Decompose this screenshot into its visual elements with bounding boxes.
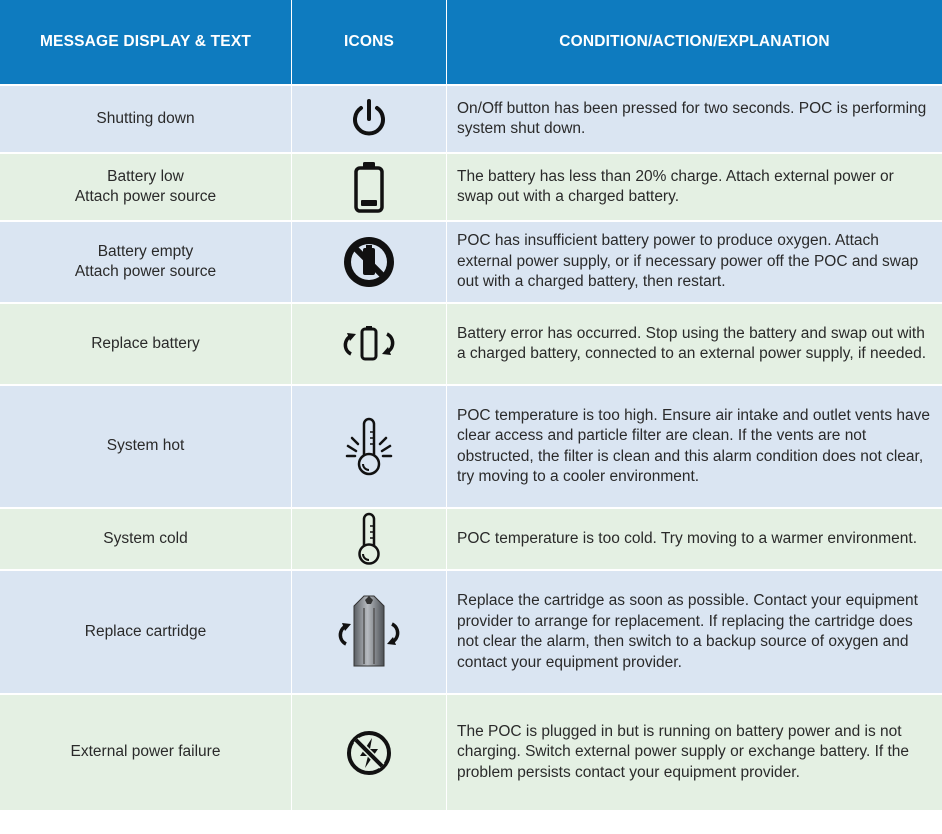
alarm-table: MESSAGE DISPLAY & TEXT ICONS CONDITION/A…	[0, 0, 942, 810]
thermometer-cold-icon	[358, 512, 380, 565]
message-text: System hot	[106, 437, 185, 455]
explanation-cell: POC has insufficient battery power to pr…	[447, 220, 942, 302]
icon-cell	[292, 507, 447, 569]
replace-battery-icon	[343, 326, 395, 361]
message-cell: Shutting down	[0, 84, 292, 152]
message-cell: Replace battery	[0, 302, 292, 384]
message-text: Battery low	[107, 167, 184, 185]
icon-cell	[292, 693, 447, 810]
header-message: MESSAGE DISPLAY & TEXT	[0, 0, 292, 84]
table-row: System cold POC temperature is too cold.…	[0, 507, 942, 569]
icon-cell	[292, 569, 447, 693]
icon-cell	[292, 84, 447, 152]
table-row: System hot POC temperat	[0, 384, 942, 507]
header-icons: ICONS	[292, 0, 447, 84]
message-cell: Replace cartridge	[0, 569, 292, 693]
message-text: External power failure	[70, 743, 221, 761]
table-header-row: MESSAGE DISPLAY & TEXT ICONS CONDITION/A…	[0, 0, 942, 84]
table-row: Battery low Attach power source The batt…	[0, 152, 942, 220]
battery-low-icon	[354, 162, 384, 213]
icon-cell	[292, 152, 447, 220]
message-text: Replace battery	[91, 334, 200, 352]
thermometer-hot-icon	[345, 417, 393, 475]
explanation-cell: POC temperature is too cold. Try moving …	[447, 507, 942, 569]
message-text: Shutting down	[96, 109, 195, 127]
message-text: Battery empty	[97, 242, 194, 260]
explanation-cell: On/Off button has been pressed for two s…	[447, 84, 942, 152]
table-row: Shutting down On/Off button has been pre…	[0, 84, 942, 152]
explanation-cell: Replace the cartridge as soon as possibl…	[447, 569, 942, 693]
explanation-cell: The battery has less than 20% charge. At…	[447, 152, 942, 220]
message-text: Replace cartridge	[84, 622, 207, 640]
explanation-cell: Battery error has occurred. Stop using t…	[447, 302, 942, 384]
message-text: Attach power source	[74, 188, 217, 205]
header-condition: CONDITION/ACTION/EXPLANATION	[447, 0, 942, 84]
power-icon	[353, 99, 385, 136]
message-cell: System cold	[0, 507, 292, 569]
explanation-cell: The POC is plugged in but is running on …	[447, 693, 942, 810]
icon-cell	[292, 302, 447, 384]
message-cell: System hot	[0, 384, 292, 507]
table-row: External power failure The POC is plugge…	[0, 693, 942, 810]
explanation-cell: POC temperature is too high. Ensure air …	[447, 384, 942, 507]
icon-cell	[292, 384, 447, 507]
table-row: Battery empty Attach power source POC ha…	[0, 220, 942, 302]
message-text: System cold	[103, 529, 188, 547]
replace-cartridge-icon	[338, 595, 400, 667]
table-row: Replace battery Battery error has occurr…	[0, 302, 942, 384]
message-cell: External power failure	[0, 693, 292, 810]
table-row: Replace cartridge	[0, 569, 942, 693]
battery-empty-prohibited-icon	[344, 237, 394, 287]
power-failure-icon	[347, 730, 391, 775]
icon-cell	[292, 220, 447, 302]
message-cell: Battery empty Attach power source	[0, 220, 292, 302]
message-cell: Battery low Attach power source	[0, 152, 292, 220]
message-text: Attach power source	[74, 263, 217, 280]
